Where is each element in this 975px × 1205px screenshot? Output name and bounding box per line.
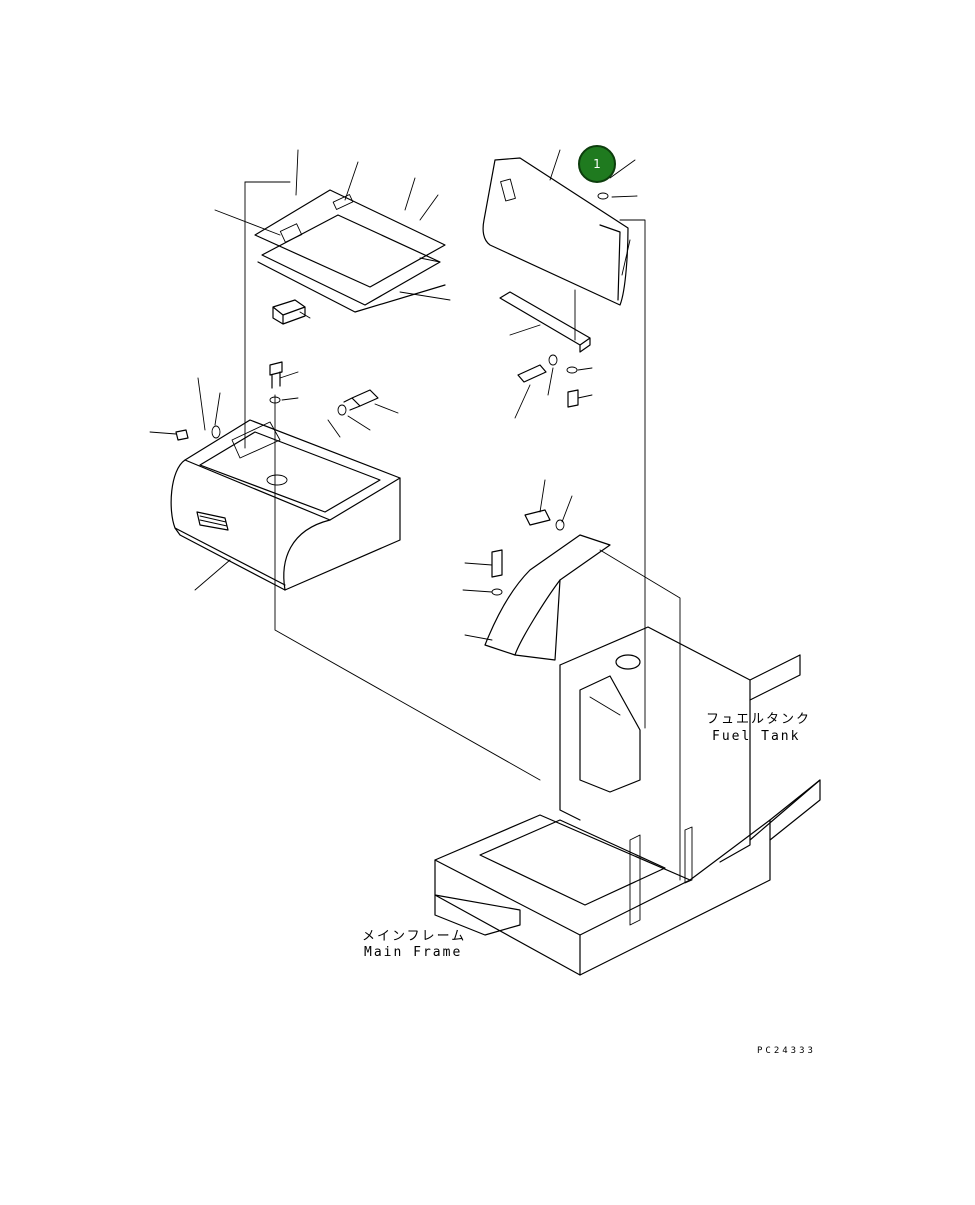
fuel-tank	[559, 626, 821, 863]
bolt-left-vertical	[269, 361, 283, 404]
main-frame-label-en: Main Frame	[364, 945, 463, 960]
bolt-left-horizontal	[337, 389, 379, 416]
toolbox-body	[170, 419, 401, 591]
bracket-upper-right	[499, 291, 591, 353]
drawing-code: PC24333	[757, 1046, 816, 1056]
leader-lines	[149, 149, 638, 716]
bolts-right	[491, 354, 579, 596]
fuel-tank-label-jp: フュエルタンク	[706, 712, 812, 727]
toolbox-lid	[254, 189, 446, 313]
rubber-block	[272, 299, 306, 325]
assembly-lines	[244, 181, 681, 881]
callout-number: 1	[593, 157, 601, 171]
main-frame	[434, 779, 821, 976]
battery-cover	[482, 157, 629, 306]
callout-1[interactable]: 1	[578, 145, 616, 183]
latch-left	[175, 425, 221, 441]
main-frame-label-jp: メインフレーム	[362, 929, 467, 944]
fuel-tank-label-en: Fuel Tank	[712, 729, 801, 744]
cover-bracket-mid	[484, 534, 611, 661]
